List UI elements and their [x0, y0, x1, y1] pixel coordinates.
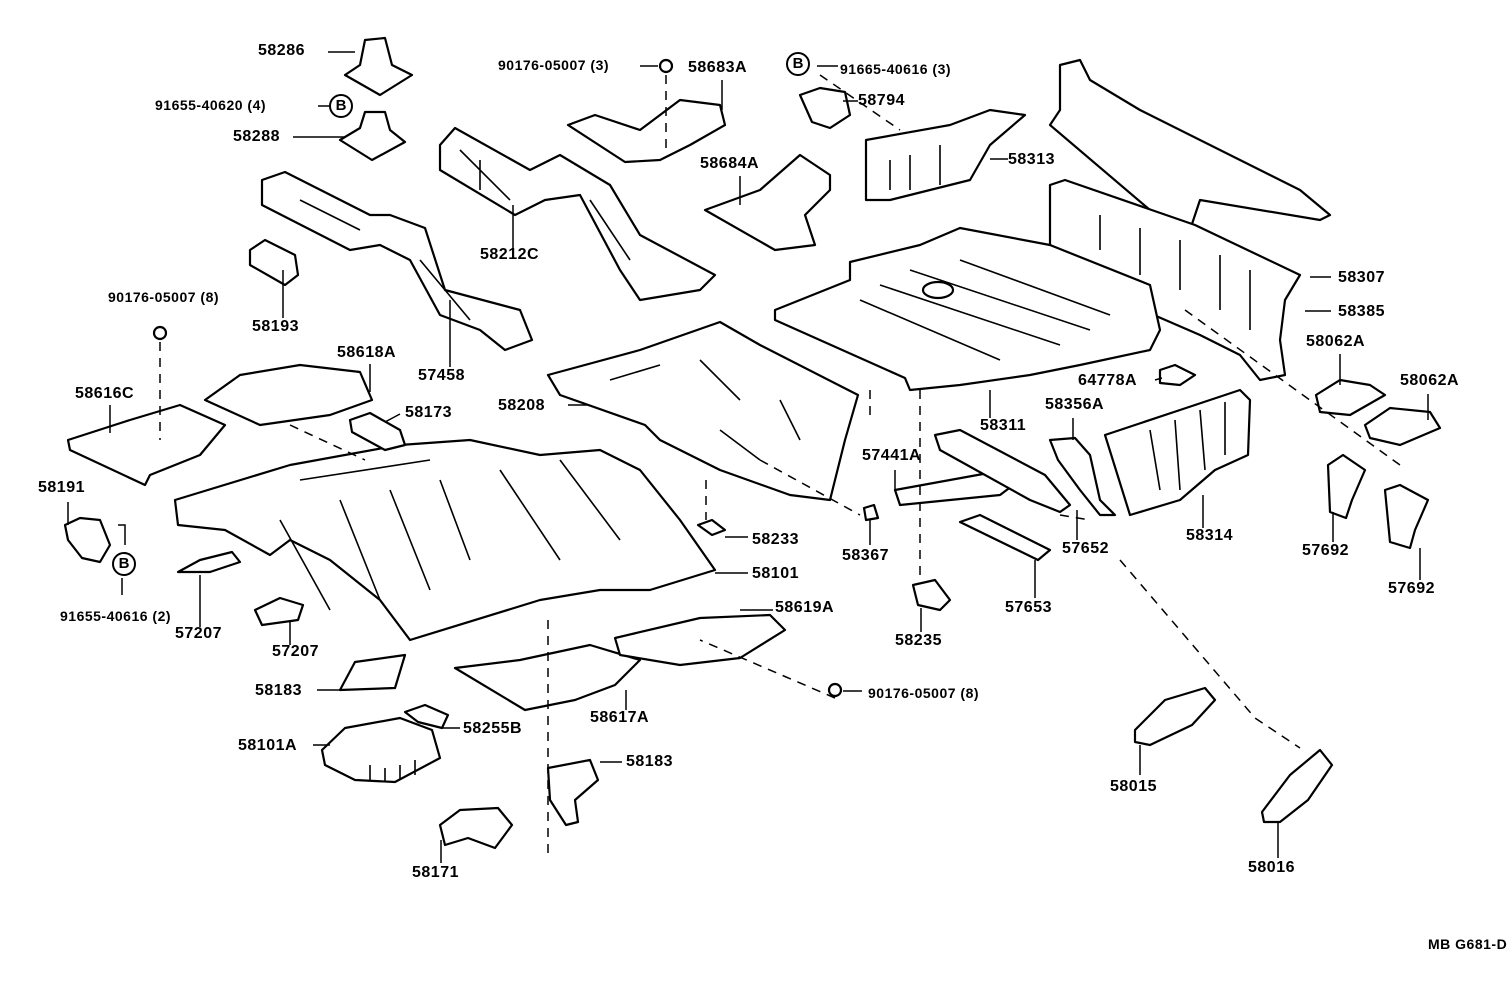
label-58286[interactable]: 58286: [258, 42, 305, 59]
label-58683A[interactable]: 58683A: [688, 59, 748, 76]
part-58367: [862, 503, 880, 522]
label-58367[interactable]: 58367: [842, 547, 889, 564]
label-58684A[interactable]: 58684A: [700, 155, 760, 172]
part-57692-1: [1326, 453, 1367, 520]
label-58183-1[interactable]: 58183: [255, 682, 302, 699]
label-58208[interactable]: 58208: [498, 397, 545, 414]
label-57441A[interactable]: 57441A: [862, 447, 922, 464]
label-57692-1[interactable]: 57692: [1302, 542, 1349, 559]
part-58101: [173, 438, 717, 642]
label-90176-05007-3[interactable]: 90176-05007 (3): [498, 57, 610, 73]
part-58193: [248, 238, 300, 287]
part-57692-2: [1383, 483, 1430, 550]
nut-90176-8b: [827, 682, 843, 698]
label-57653[interactable]: 57653: [1005, 599, 1052, 616]
part-58173: [348, 411, 407, 452]
label-58183-2[interactable]: 58183: [626, 753, 673, 770]
part-58684A: [703, 153, 832, 252]
label-58618A[interactable]: 58618A: [337, 344, 397, 361]
label-58311[interactable]: 58311: [980, 417, 1027, 434]
label-58356A[interactable]: 58356A: [1045, 396, 1105, 413]
part-58618A: [203, 363, 374, 427]
label-58173[interactable]: 58173: [405, 404, 452, 421]
part-58015: [1133, 686, 1217, 747]
part-58683A: [566, 98, 727, 164]
part-57458: [260, 170, 534, 352]
label-57652[interactable]: 57652: [1062, 540, 1109, 557]
bolt-b-symbol: B: [112, 552, 136, 576]
label-58062A-1[interactable]: 58062A: [1306, 333, 1366, 350]
part-57207-1: [176, 550, 242, 574]
part-58616C: [66, 403, 227, 487]
label-58101[interactable]: 58101: [752, 565, 799, 582]
part-57207-2: [253, 596, 305, 627]
label-58016[interactable]: 58016: [1248, 859, 1295, 876]
part-57652: [933, 428, 1072, 514]
label-58314[interactable]: 58314: [1186, 527, 1233, 544]
part-58385: [1048, 178, 1302, 382]
label-58191[interactable]: 58191: [38, 479, 85, 496]
label-58015[interactable]: 58015: [1110, 778, 1157, 795]
label-57458[interactable]: 57458: [418, 367, 465, 384]
label-58617A[interactable]: 58617A: [590, 709, 650, 726]
label-58101A[interactable]: 58101A: [238, 737, 298, 754]
part-58356A: [1048, 436, 1117, 517]
label-58616C[interactable]: 58616C: [75, 385, 135, 402]
label-58313[interactable]: 58313: [1008, 151, 1055, 168]
part-58101A: [320, 716, 442, 784]
part-58062A-2: [1363, 406, 1442, 447]
label-58385[interactable]: 58385: [1338, 303, 1385, 320]
label-91665-40616-3[interactable]: 91665-40616 (3): [840, 61, 952, 77]
nut-90176-3: [658, 58, 674, 74]
label-58171[interactable]: 58171: [412, 864, 459, 881]
part-58617A: [453, 643, 642, 712]
label-57207-1[interactable]: 57207: [175, 625, 222, 642]
part-58191: [63, 516, 112, 564]
label-90176-05007-8a[interactable]: 90176-05007 (8): [108, 289, 220, 305]
label-58233[interactable]: 58233: [752, 531, 799, 548]
part-58255B: [403, 703, 450, 730]
part-58794: [798, 86, 852, 130]
label-57207-2[interactable]: 57207: [272, 643, 319, 660]
part-58311: [773, 226, 1162, 392]
label-58794[interactable]: 58794: [858, 92, 905, 109]
label-91655-40620[interactable]: 91655-40620 (4): [155, 97, 267, 113]
bolt-b-symbol: B: [329, 94, 353, 118]
part-58233: [696, 518, 727, 537]
part-58286: [343, 36, 414, 97]
label-57692-2[interactable]: 57692: [1388, 580, 1435, 597]
label-90176-05007-8b[interactable]: 90176-05007 (8): [868, 685, 980, 701]
label-58235[interactable]: 58235: [895, 632, 942, 649]
label-58307[interactable]: 58307: [1338, 269, 1385, 286]
label-91655-40616-2[interactable]: 91655-40616 (2): [60, 608, 172, 624]
label-64778A[interactable]: 64778A: [1078, 372, 1138, 389]
part-58183-2: [546, 758, 600, 827]
label-58212C[interactable]: 58212C: [480, 246, 540, 263]
part-64778A: [1158, 363, 1197, 387]
part-58183-1: [338, 653, 407, 692]
part-58171: [438, 806, 514, 850]
diagram-code: MB G681-D: [1428, 936, 1508, 952]
part-58313: [864, 108, 1027, 202]
nut-90176-8a: [152, 325, 168, 341]
part-58208: [546, 320, 860, 502]
label-58062A-2[interactable]: 58062A: [1400, 372, 1460, 389]
label-58619A[interactable]: 58619A: [775, 599, 835, 616]
part-58212C: [438, 126, 717, 302]
part-57653: [958, 513, 1052, 562]
part-58288: [338, 110, 407, 162]
part-58016: [1260, 748, 1334, 824]
part-58307: [1048, 58, 1332, 232]
part-58062A-1: [1314, 378, 1387, 417]
bolt-b-symbol: B: [786, 52, 810, 76]
label-58255B[interactable]: 58255B: [463, 720, 523, 737]
label-58288[interactable]: 58288: [233, 128, 280, 145]
part-58235: [911, 578, 952, 612]
label-58193[interactable]: 58193: [252, 318, 299, 335]
